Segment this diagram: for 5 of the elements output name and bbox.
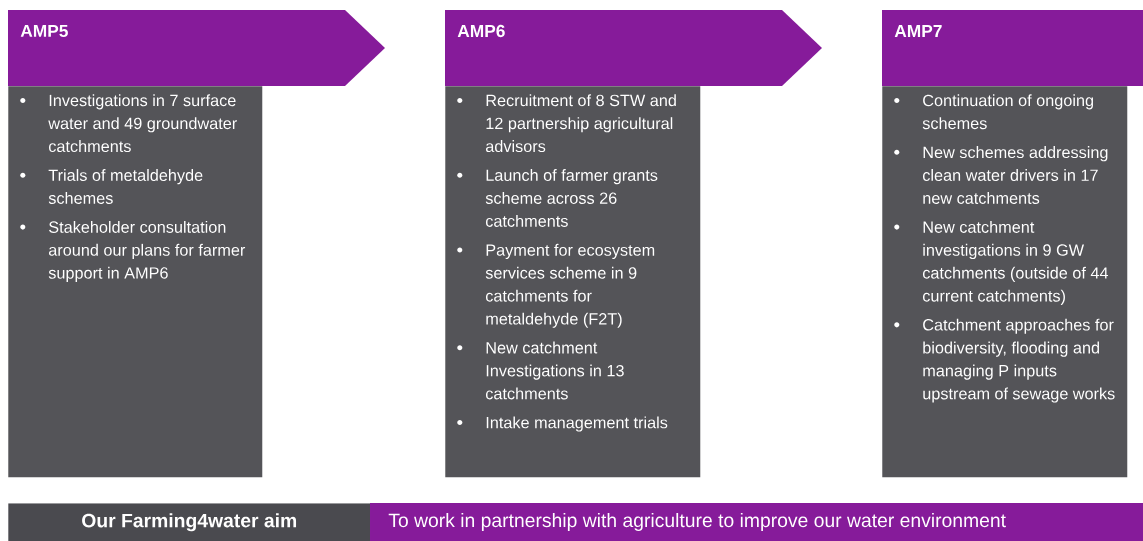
text-panel: Recruitment of 8 STW and 12 partnership agricultural advisors Launch of farmer grants scheme across 26 catchments Payment for ecosystem services scheme in 9 catchments for metaldehyde (F2T) New catchment Investigations in 13 catchments Intake management trials xyxy=(445,86,701,478)
text-panel: Investigations in 7 surface water and 49 groundwater catchments Trials of metaldehyde schemes Stakeholder consultation around our plans for farmer support in AMP6 xyxy=(8,86,263,478)
aim-banner: To work in partnership with agriculture to improve our water environment xyxy=(370,503,1143,541)
text-panel: Continuation of ongoing schemes New schemes addressing clean water drivers in 17 new catchments New catchment investigations in 9 GW catchments (outside of 44 current catchments) Catchment approaches for biodiversity, flooding and managing P inputs upstream of sewage works xyxy=(882,86,1128,478)
label-box: Our Farming4water aim xyxy=(8,503,371,541)
